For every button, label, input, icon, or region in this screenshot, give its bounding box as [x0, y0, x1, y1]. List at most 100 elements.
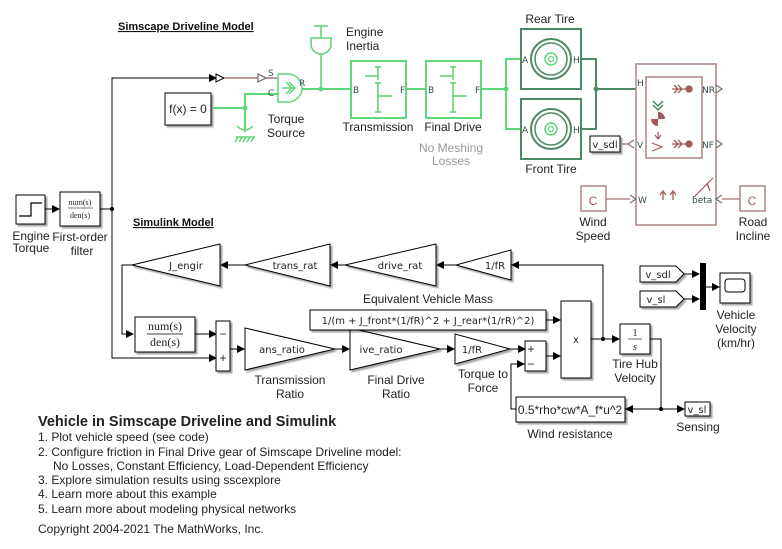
annotation-friction-options[interactable]: No Losses, Constant Efficiency, Load-Dep… [53, 458, 369, 473]
port-b: B [428, 86, 434, 96]
port-s: S [268, 69, 274, 79]
tire-hub-velocity-label-2: Velocity [614, 371, 655, 385]
port-f: F [400, 86, 405, 96]
port-beta: beta [692, 196, 712, 206]
no-losses-label-2: Losses [432, 154, 470, 168]
gain-1-fr-feedback[interactable]: 1/fR [454, 249, 512, 281]
sum-block-force[interactable]: + − [524, 340, 547, 372]
copyright-text: Copyright 2004-2021 The MathWorks, Inc. [38, 522, 264, 537]
gain-final-drive-ratio[interactable]: ive_ratio [349, 327, 441, 371]
wind-speed-constant-block[interactable]: C [580, 185, 607, 212]
scope-screen-icon [724, 278, 746, 293]
port-a: A [522, 56, 529, 66]
rear-tire-label: Rear Tire [525, 12, 575, 26]
goto-v-sl-tag[interactable]: v_sl [684, 401, 711, 417]
model-annotation: Vehicle in Simscape Driveline and Simuli… [38, 415, 402, 536]
final-drive-ratio-label: Final Drive [367, 373, 425, 387]
wind-speed-label: Wind [579, 215, 606, 229]
product-symbol: x [573, 335, 579, 346]
tf-den: den(s) [150, 335, 180, 349]
integrator-block[interactable]: 1 s [619, 323, 651, 355]
port-c: C [268, 89, 274, 99]
port-nf: NF [702, 141, 714, 151]
v-sl-text: v_sl [688, 405, 707, 416]
sum-block-torque[interactable]: − + [215, 320, 231, 372]
sum-minus-sign: − [527, 357, 534, 371]
front-tire-label: Front Tire [525, 162, 577, 176]
tire-hub-velocity-label: Tire Hub [612, 357, 658, 371]
filter-num: num(s) [69, 198, 92, 207]
engine-torque-label-2: Torque [13, 241, 50, 255]
port-h: H [637, 79, 644, 89]
from-text: v_sdl [645, 270, 670, 281]
gain-torque-to-force[interactable]: 1/fR [454, 333, 512, 365]
step-icon [19, 202, 42, 217]
road-incline-label-2: Incline [736, 229, 771, 243]
front-tire-block[interactable] [520, 98, 582, 160]
engine-torque-step-block[interactable] [15, 194, 46, 225]
wind-resistance-block[interactable]: 0.5*rho*cw*A_f*u^2 [515, 396, 626, 423]
final-drive-label: Final Drive [424, 120, 482, 134]
engine-inertia-label: Engine [346, 25, 384, 39]
wind-resistance-expr: 0.5*rho*cw*A_f*u^2 [518, 403, 623, 417]
product-block[interactable]: x [560, 300, 592, 379]
sum-minus-sign: − [219, 327, 226, 341]
annotation-link-physical-networks[interactable]: 5. Learn more about modeling physical ne… [38, 501, 297, 516]
from-text: v_sl [647, 295, 666, 306]
integrator-den: s [633, 342, 637, 353]
torque-source-block[interactable] [277, 73, 303, 103]
sensing-label: Sensing [676, 420, 719, 434]
gain-j-engine[interactable]: J_engir [131, 243, 221, 287]
port-a: A [522, 126, 529, 136]
equivalent-mass-label: Equivalent Vehicle Mass [363, 292, 493, 306]
solver-config-label: f(x) = 0 [169, 102, 207, 116]
solver-configuration-block[interactable]: f(x) = 0 [164, 92, 212, 126]
filter-label: First-order [52, 230, 107, 244]
mux-block[interactable] [700, 263, 706, 310]
v-sdl-text: v_sdl [592, 140, 617, 151]
from-v-sdl-tag[interactable]: v_sdl [639, 265, 685, 283]
port-v: V [637, 141, 644, 151]
port-w: W [638, 196, 647, 206]
goto-v-sdl-tag[interactable]: v_sdl [589, 135, 621, 153]
scope-label-2: Velocity [715, 322, 756, 336]
final-drive-block[interactable] [425, 60, 482, 119]
from-v-sl-tag[interactable]: v_sl [639, 290, 685, 308]
final-drive-ratio-label-2: Ratio [382, 387, 410, 401]
gain-text: 1/fR [462, 345, 482, 356]
transmission-block[interactable] [350, 60, 407, 119]
torque-to-force-label-2: Force [468, 381, 499, 395]
first-order-filter-block[interactable]: num(s) den(s) [59, 191, 101, 227]
mechanical-reference-icon [234, 125, 255, 143]
gain-drive-ratio-feedback[interactable]: drive_rat [344, 243, 437, 287]
transmission-ratio-label: Transmission [255, 373, 326, 387]
gain-text: 1/fR [485, 261, 505, 272]
annotation-link-plot[interactable]: 1. Plot vehicle speed (see code) [38, 430, 209, 445]
engine-inertia-label-2: Inertia [346, 39, 380, 53]
engine-inertia-block[interactable] [310, 25, 332, 89]
gain-text: drive_rat [378, 261, 423, 272]
scope-block[interactable] [719, 272, 751, 304]
torque-to-force-label: Torque to [458, 367, 508, 381]
scope-label: Vehicle [717, 308, 756, 322]
gain-transmission-ratio[interactable]: ans_ratio [244, 327, 336, 371]
vehicle-body-block[interactable] [635, 63, 717, 226]
equivalent-mass-block[interactable]: 1/(m + J_front*(1/fR)^2 + J_rear*(1/rR)^… [309, 309, 547, 331]
annotation-link-sscexplore[interactable]: 3. Explore simulation results using ssce… [38, 473, 281, 488]
sum-plus-sign: + [527, 342, 534, 356]
annotation-link-friction[interactable]: 2. Configure friction in Final Drive gea… [38, 444, 402, 459]
transfer-function-block[interactable]: num(s) den(s) [134, 316, 196, 353]
gain-trans-ratio-feedback[interactable]: trans_rat [244, 243, 331, 287]
port-r: R [299, 79, 305, 89]
annotation-link-example[interactable]: 4. Learn more about this example [38, 487, 217, 502]
road-incline-constant-block[interactable]: C [739, 185, 766, 212]
transmission-ratio-label-2: Ratio [276, 387, 304, 401]
simscape-section-title: Simscape Driveline Model [118, 21, 254, 33]
gain-text: ive_ratio [360, 345, 403, 356]
ps-converter-icon [215, 73, 226, 83]
port-h: H [573, 56, 580, 66]
rear-tire-block[interactable] [520, 28, 582, 90]
incline-icon [693, 177, 714, 198]
simulink-section-title: Simulink Model [133, 217, 214, 229]
